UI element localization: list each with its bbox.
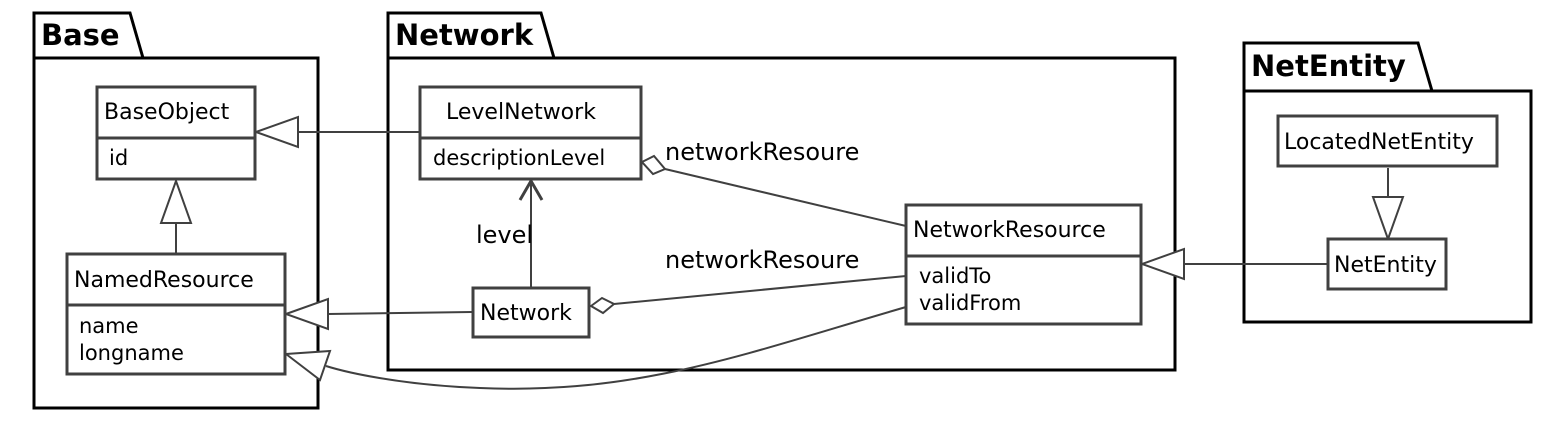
class-baseobject-name: BaseObject	[104, 100, 230, 125]
association-label-level: level	[476, 221, 533, 249]
aggregation-diamond-network	[589, 296, 616, 315]
class-namedresource-box	[65, 252, 287, 376]
class-namedresource-attribute-longname: longname	[79, 341, 184, 365]
aggregation-levelnetwork-networkresource-line	[664, 168, 907, 227]
generalization-networkresource-namedresource-line	[325, 306, 907, 390]
class-levelnetwork-box	[418, 85, 643, 181]
class-networkresource-name: NetworkResource	[913, 218, 1106, 243]
generalization-arrowhead-namedresource-networkresource	[283, 349, 332, 382]
class-netentity: NetEntity	[1326, 237, 1448, 291]
association-label-networkresoure-upper: networkResoure	[665, 138, 859, 166]
class-locatednetentity-box	[1276, 114, 1499, 168]
package-base-title: Base	[41, 18, 120, 52]
class-networkresource: NetworkResource validTo validFrom	[904, 203, 1143, 326]
class-baseobject-box	[95, 85, 257, 181]
aggregation-network-networkresource-line	[613, 275, 907, 305]
association-label-networkresoure-lower: networkResoure	[665, 246, 859, 274]
generalization-arrowhead-namedresource-network	[283, 297, 329, 331]
class-netentity-name: NetEntity	[1334, 253, 1437, 278]
class-network: Network	[471, 286, 591, 339]
class-networkresource-attribute-validfrom: validFrom	[919, 291, 1021, 315]
class-baseobject: BaseObject id	[95, 85, 257, 181]
class-namedresource-attribute-name: name	[79, 314, 139, 338]
generalization-arrowhead-networkresource	[1139, 247, 1185, 281]
class-networkresource-attribute-validto: validTo	[919, 264, 991, 288]
class-baseobject-attribute-id: id	[109, 146, 128, 170]
class-netentity-box	[1326, 237, 1448, 291]
relationships	[175, 131, 1389, 390]
package-netentity-title: NetEntity	[1251, 49, 1406, 83]
class-levelnetwork-attribute-descriptionlevel: descriptionLevel	[433, 146, 605, 170]
generalization-arrowhead-baseobject-bottom	[159, 178, 193, 224]
class-namedresource-name: NamedResource	[74, 268, 254, 293]
class-locatednetentity-name: LocatedNetEntity	[1284, 130, 1474, 155]
class-network-name: Network	[480, 301, 572, 326]
aggregation-diamond-levelnetwork	[640, 154, 667, 176]
relationship-heads	[159, 115, 1405, 382]
navigable-arrowhead-level	[518, 178, 544, 201]
class-locatednetentity: LocatedNetEntity	[1276, 114, 1499, 168]
generalization-arrowhead-baseobject-right	[253, 115, 299, 149]
generalization-network-namedresource-line	[327, 311, 473, 315]
generalization-arrowhead-netentity	[1371, 196, 1405, 242]
class-network-box	[471, 286, 591, 339]
class-networkresource-box	[904, 203, 1143, 326]
class-namedresource: NamedResource name longname	[65, 252, 287, 376]
package-network-title: Network	[395, 18, 534, 52]
class-levelnetwork-name: LevelNetwork	[446, 100, 596, 125]
class-levelnetwork: LevelNetwork descriptionLevel	[418, 85, 643, 181]
